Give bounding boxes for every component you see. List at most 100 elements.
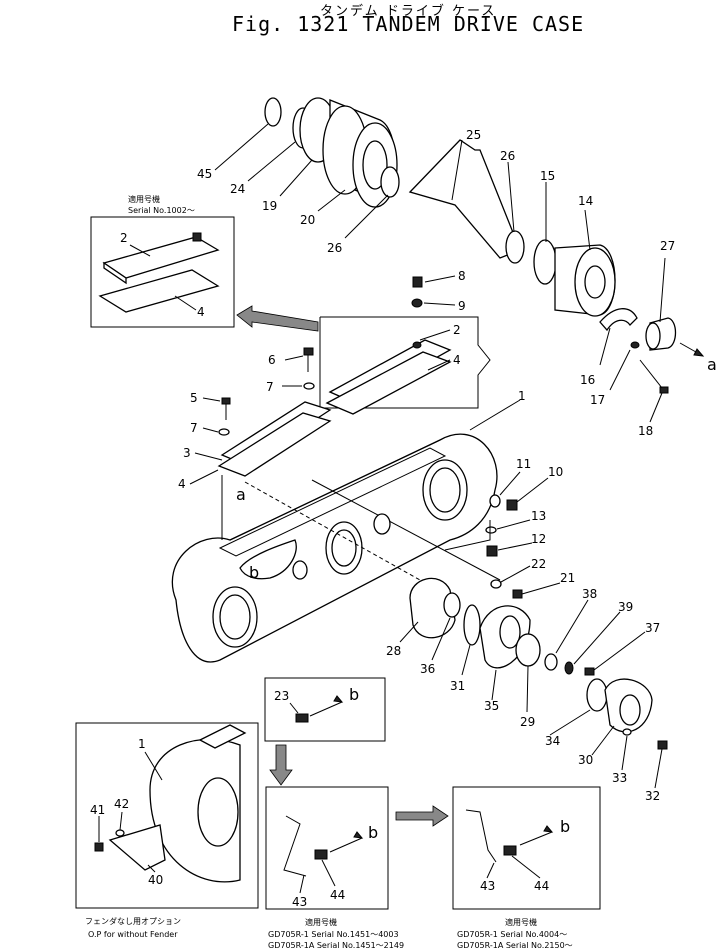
inset-right-caption-jp: 適用号機 [505,917,537,927]
callout-2-inset: 2 [120,231,128,245]
fitting-44-late [503,845,517,856]
callout-numbers: 45 24 19 20 26 25 26 15 14 27 2 4 8 9 2 … [90,128,675,909]
callout-7-left: 7 [190,421,198,435]
callout-43-late: 43 [480,879,495,893]
oring-side [373,513,391,535]
retainer-35-bore [499,615,521,649]
callout-4-inset: 4 [197,305,205,319]
callout-4-left: 4 [178,477,186,491]
callout-16: 16 [580,373,595,387]
reference-letter-b-pipe-early: b [368,823,378,842]
fender-case-top [198,724,247,749]
case-bore-center-inner [331,529,357,567]
callout-1: 1 [518,389,526,403]
washer-22 [490,579,502,589]
callout-13: 13 [531,509,546,523]
seal-38 [544,653,558,671]
case-top-flange [218,447,447,557]
arrow-b-mid-head [353,831,364,839]
case-bore-left-inner [219,594,251,640]
ring-45 [264,97,282,127]
figure-title-japanese: タンデム ドライブ ケース [320,4,497,19]
callout-9: 9 [458,299,466,313]
bolt-41-icon [94,842,104,852]
arrow-b-mid-line [329,837,363,853]
inset-fender-caption-jp: フェンダなし用オプション [85,916,181,926]
callout-40: 40 [148,873,163,887]
callout-26-lower: 26 [500,149,515,163]
callout-33: 33 [612,771,627,785]
callout-31: 31 [450,679,465,693]
callout-38: 38 [582,587,597,601]
inset-box-fender-option [75,722,259,909]
leader-lines [98,123,666,894]
cover-30-face [619,694,641,726]
bolt-18-shank [639,359,663,389]
bolt-21-icon [512,589,523,599]
inset-mid-caption-jp: 適用号機 [305,917,337,927]
arrow-b-right-head [543,825,554,833]
bolt-5-icon [221,397,231,405]
pipe-43-early [283,815,307,877]
callout-26-upper: 26 [327,241,342,255]
callout-36: 36 [420,662,435,676]
breather-23-icon [295,713,309,723]
bearing-15 [533,239,557,285]
callout-14: 14 [578,194,593,208]
oring-13 [485,526,497,534]
callout-29: 29 [520,715,535,729]
collar-27-face [645,322,661,350]
bolt-18-icon [659,386,669,394]
callout-28: 28 [386,644,401,658]
callout-43-early: 43 [292,895,307,909]
bearing-29 [515,633,541,667]
inset-box-pipe-late [452,786,601,910]
callout-15: 15 [540,169,555,183]
bearing-36 [443,592,461,618]
callout-30: 30 [578,753,593,767]
bracket-40 [108,824,166,871]
alignment-line-a [244,481,421,581]
leader-plug [444,520,491,551]
callout-4-right: 4 [453,353,461,367]
case-top-edge [229,439,441,541]
callout-32: 32 [645,789,660,803]
alignment-line-case [311,479,501,581]
inset-mid-caption-line1: GD705R-1 Serial No.1451～4003 [268,930,399,939]
callout-3: 3 [183,446,191,460]
bolt-37-icon [584,667,595,676]
oring-11 [489,494,501,508]
washer-17-icon [630,341,640,349]
snap-ring-31 [463,604,481,646]
callout-10: 10 [548,465,563,479]
callout-23: 23 [274,689,289,703]
fender-case-bore [197,777,239,847]
cover-hole-icon [412,341,422,349]
inset-box-pipe-early [265,786,389,910]
callout-18: 18 [638,424,653,438]
callout-34: 34 [545,734,560,748]
inset-bolt-icon [192,232,202,242]
reference-letter-a-case: a [236,485,246,504]
callout-25: 25 [466,128,481,142]
arrow-a-head [693,348,705,357]
reference-letter-b-case: b [249,563,259,582]
washer-42 [115,829,125,837]
callout-37: 37 [645,621,660,635]
seal-9-icon [411,298,423,308]
callout-17: 17 [590,393,605,407]
reference-letter-b-breather: b [349,685,359,704]
callout-11: 11 [516,457,531,471]
callout-22: 22 [531,557,546,571]
reference-letter-a-shaft: a [707,355,717,374]
callout-1-fender: 1 [138,737,146,751]
callout-41: 41 [90,803,105,817]
washer-7-left-icon [218,428,230,436]
callout-39: 39 [618,600,633,614]
case-bore-right-inner [429,467,461,513]
inset-fender-caption-en: O.P for without Fender [88,930,178,939]
plug-12-icon [486,545,498,557]
callout-6: 6 [268,353,276,367]
